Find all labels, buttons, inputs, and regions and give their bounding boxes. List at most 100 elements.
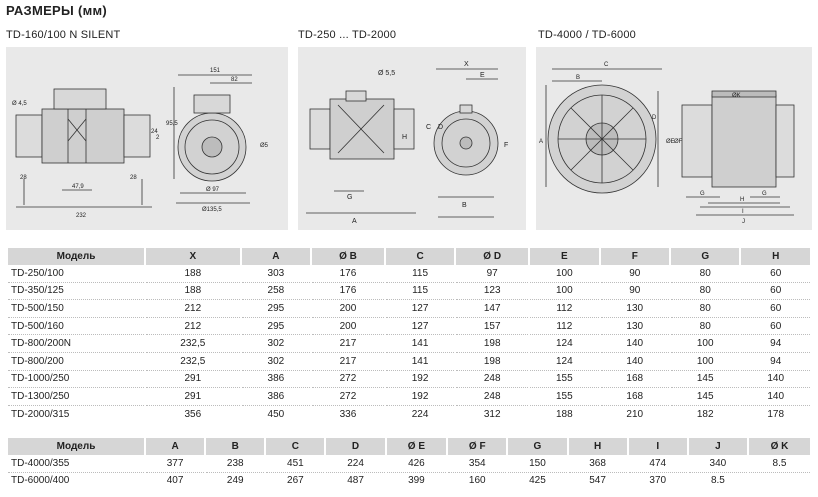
value-cell: 212	[146, 318, 240, 336]
label-d3-a: A	[539, 139, 543, 145]
value-cell: 80	[670, 318, 740, 336]
value-cell: 248	[456, 388, 529, 406]
value-cell: 140	[741, 388, 810, 406]
value-cell: 450	[267, 408, 285, 420]
value-cell: 354	[448, 455, 507, 473]
value-cell: 100	[670, 335, 740, 353]
value-cell: 100	[530, 283, 599, 301]
table-2-header-a: A	[146, 438, 205, 455]
table-1-header-d: Ø D	[456, 248, 529, 265]
value-cell: 127	[385, 300, 455, 318]
value-cell: 112	[530, 318, 599, 336]
label-d2-b: B	[462, 202, 467, 209]
value-cell: 267	[287, 475, 304, 487]
label-d3-g1: G	[700, 191, 705, 197]
value-cell: 198	[456, 353, 529, 371]
table-1-header-row: Модель X A Ø B C Ø D E F G H	[8, 248, 810, 265]
table-2-header-c: C	[266, 438, 325, 455]
value-cell: 94	[741, 353, 810, 371]
value-cell: 474	[628, 455, 687, 473]
value-cell: 145	[670, 371, 740, 389]
label-d3-k: ØK	[732, 93, 741, 99]
table-2-header-f: Ø F	[448, 438, 507, 455]
drawing-td-4000-6000: C B A D ØE ØF ØK G G H I J	[536, 47, 812, 230]
label-d3-h: H	[740, 197, 744, 203]
label-d2-x: X	[464, 61, 469, 68]
label-d3-f: ØF	[674, 139, 683, 145]
value-cell: 224	[411, 408, 429, 420]
table-1-header-e: E	[530, 248, 599, 265]
model-cell: TD-500/150	[8, 300, 144, 318]
model-cell: TD-250/100	[8, 265, 144, 283]
value-cell: 232,5	[146, 335, 240, 353]
value-cell: 386	[241, 371, 311, 389]
value-cell: 210	[626, 408, 644, 420]
dimensions-table-td-4000-6000: Модель A B C D Ø E Ø F G H I J Ø K TD-40…	[6, 438, 812, 489]
value-cell: 140	[741, 371, 810, 389]
value-cell: 312	[483, 408, 501, 420]
value-cell: 302	[241, 335, 311, 353]
value-cell: 94	[741, 335, 810, 353]
table-2-header-k: Ø K	[748, 438, 810, 455]
value-cell: 145	[670, 388, 740, 406]
value-cell: 249	[226, 475, 244, 487]
label-d3-j: J	[742, 219, 745, 225]
drawing-2-caption: TD-250 ... TD-2000	[298, 29, 397, 41]
label-d1-24: 24	[151, 129, 158, 135]
value-cell: 217	[312, 353, 384, 371]
value-cell: 112	[530, 300, 599, 318]
label-d1-151: 151	[210, 68, 221, 74]
label-d1-28b: 28	[130, 175, 137, 181]
value-cell: 140	[600, 335, 669, 353]
label-d1-dia95: Ø5	[260, 143, 269, 149]
label-d3-b: B	[576, 75, 580, 81]
value-cell: 188	[555, 408, 573, 420]
drawing-2-svg: Ø 5,5 X E C D H F G A B	[306, 61, 508, 225]
value-cell: 160	[468, 475, 486, 487]
value-cell: 90	[600, 265, 669, 283]
table-1-header-g: G	[670, 248, 740, 265]
label-d1-232: 232	[76, 213, 87, 219]
value-cell: 8.5	[748, 455, 810, 473]
model-cell: TD-500/160	[8, 318, 144, 336]
value-cell: 8.5	[710, 475, 725, 487]
value-cell: 258	[241, 283, 311, 301]
label-d2-a: A	[352, 218, 357, 225]
value-cell: 356	[184, 408, 202, 420]
value-cell: 303	[241, 265, 311, 283]
value-cell: 212	[146, 300, 240, 318]
value-cell: 182	[696, 408, 714, 420]
table-1-header-b: Ø B	[312, 248, 384, 265]
model-cell: TD-800/200N	[8, 335, 144, 353]
value-cell: 178	[767, 408, 785, 420]
value-cell: 238	[206, 455, 265, 473]
value-cell: 80	[670, 283, 740, 301]
value-cell: 248	[456, 371, 529, 389]
value-cell	[749, 473, 810, 490]
value-cell: 168	[600, 371, 669, 389]
label-d1-2: 2	[156, 135, 160, 141]
table-1-header-c: C	[385, 248, 455, 265]
label-d1-135: Ø135,5	[202, 207, 222, 213]
label-d2-dia: Ø 5,5	[378, 70, 395, 77]
value-cell: 115	[385, 283, 455, 301]
value-cell: 302	[241, 353, 311, 371]
value-cell: 407	[166, 475, 184, 487]
value-cell: 224	[326, 455, 385, 473]
value-cell: 399	[408, 475, 425, 487]
drawing-1-svg: Ø 4,5 28 47,9 28 232 24 2 151 82 95,5 Ø5…	[12, 68, 269, 219]
table-1-header-h: H	[741, 248, 810, 265]
value-cell: 370	[649, 475, 667, 487]
drawing-td-160-silent: Ø 4,5 28 47,9 28 232 24 2 151 82 95,5 Ø5…	[6, 47, 288, 230]
value-cell: 124	[530, 335, 599, 353]
label-d1-95: 95,5	[166, 121, 178, 127]
table-2-header-model: Модель	[8, 438, 144, 455]
value-cell: 100	[670, 353, 740, 371]
value-cell: 291	[146, 388, 240, 406]
value-cell: 168	[600, 388, 669, 406]
